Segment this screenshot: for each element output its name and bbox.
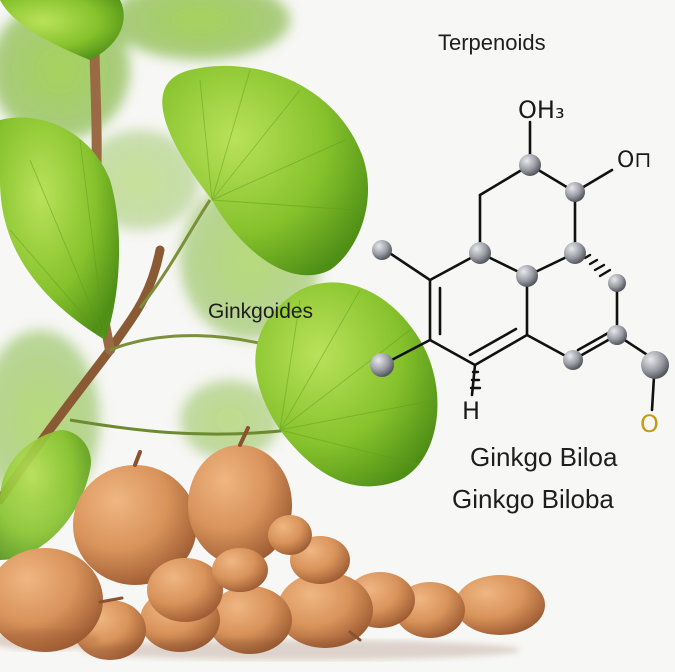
atom bbox=[469, 242, 491, 264]
terpenoids-label: Terpenoids bbox=[438, 30, 546, 55]
ginkgoides-label: Ginkgoides bbox=[208, 300, 314, 323]
ginkgo-biloba-label-2: Ginkgo Biloba bbox=[452, 484, 614, 514]
nut bbox=[212, 548, 268, 592]
leaf-top-left bbox=[0, 0, 124, 60]
atom bbox=[372, 240, 392, 260]
nut bbox=[73, 465, 197, 585]
leaf-top-right bbox=[162, 65, 369, 276]
leaf-left-upper bbox=[0, 117, 120, 340]
atom bbox=[516, 265, 538, 287]
nut bbox=[268, 515, 312, 555]
atom bbox=[563, 350, 583, 370]
atom bbox=[519, 154, 541, 176]
atom bbox=[564, 242, 586, 264]
nut bbox=[0, 548, 103, 652]
atom-label-h: H bbox=[462, 397, 481, 425]
ginkgo-leaves bbox=[0, 0, 438, 560]
atom bbox=[565, 182, 585, 202]
atom bbox=[608, 274, 626, 292]
nut bbox=[277, 572, 373, 648]
nut bbox=[208, 586, 292, 654]
atom-label-oh3: OH₃ bbox=[518, 96, 565, 124]
atom bbox=[641, 351, 669, 379]
nut bbox=[188, 445, 292, 565]
atom bbox=[370, 353, 394, 377]
atom bbox=[607, 325, 627, 345]
ginkgo-biloba-label-1: Ginkgo Biloa bbox=[470, 442, 618, 472]
nut bbox=[455, 575, 545, 635]
ginkgo-nuts bbox=[0, 426, 545, 660]
atom-label-o: O bbox=[640, 410, 659, 438]
nut bbox=[147, 558, 223, 622]
molecule-atoms bbox=[370, 154, 669, 379]
leaf-bottom-left bbox=[0, 430, 91, 560]
atom-label-oh: O⊓ bbox=[617, 148, 652, 173]
leaf-mid-right bbox=[255, 282, 438, 487]
